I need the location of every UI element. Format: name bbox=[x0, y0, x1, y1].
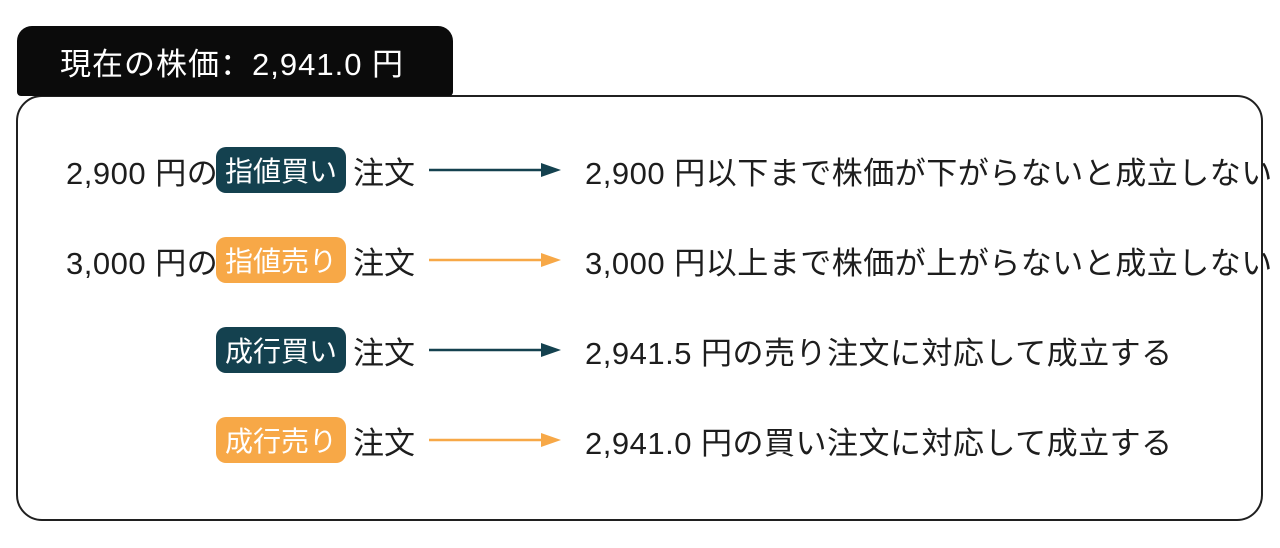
order-suffix-label: 注文 bbox=[353, 335, 416, 371]
order-type-badge: 成行売り bbox=[216, 417, 347, 463]
order-row: 成行売り 注文 2,941.0 円の買い注文に対応して成立する bbox=[18, 395, 1261, 485]
order-type-badge: 指値売り bbox=[216, 237, 347, 283]
order-result-text: 3,000 円以上まで株価が上がらないと成立しない bbox=[585, 245, 1273, 281]
order-suffix-label: 注文 bbox=[353, 155, 416, 191]
order-row: 2,900 円の 指値買い 注文 2,900 円以下まで株価が下がらないと成立し… bbox=[18, 125, 1272, 215]
order-result-text: 2,941.5 円の売り注文に対応して成立する bbox=[585, 335, 1173, 371]
current-price-tab: 現在の株価：2,941.0 円 bbox=[17, 26, 453, 96]
arrow-right-icon bbox=[429, 431, 562, 449]
order-suffix-label: 注文 bbox=[353, 425, 416, 461]
order-price-prefix: 2,900 円の bbox=[66, 155, 219, 191]
current-price-label: 現在の株価：2,941.0 円 bbox=[60, 46, 405, 82]
order-type-badge: 成行買い bbox=[216, 327, 347, 373]
order-row: 成行買い 注文 2,941.5 円の売り注文に対応して成立する bbox=[18, 305, 1261, 395]
order-type-badge: 指値買い bbox=[216, 147, 347, 193]
arrow-right-icon bbox=[429, 341, 562, 359]
order-suffix-label: 注文 bbox=[353, 245, 416, 281]
orders-panel: 2,900 円の 指値買い 注文 2,900 円以下まで株価が下がらないと成立し… bbox=[16, 95, 1272, 521]
order-price-prefix: 3,000 円の bbox=[66, 245, 219, 281]
order-row: 3,000 円の 指値売り 注文 3,000 円以上まで株価が上がらないと成立し… bbox=[18, 215, 1272, 305]
arrow-right-icon bbox=[429, 161, 562, 179]
arrow-right-icon bbox=[429, 251, 562, 269]
order-result-text: 2,900 円以下まで株価が下がらないと成立しない bbox=[585, 155, 1273, 191]
order-result-text: 2,941.0 円の買い注文に対応して成立する bbox=[585, 425, 1173, 461]
